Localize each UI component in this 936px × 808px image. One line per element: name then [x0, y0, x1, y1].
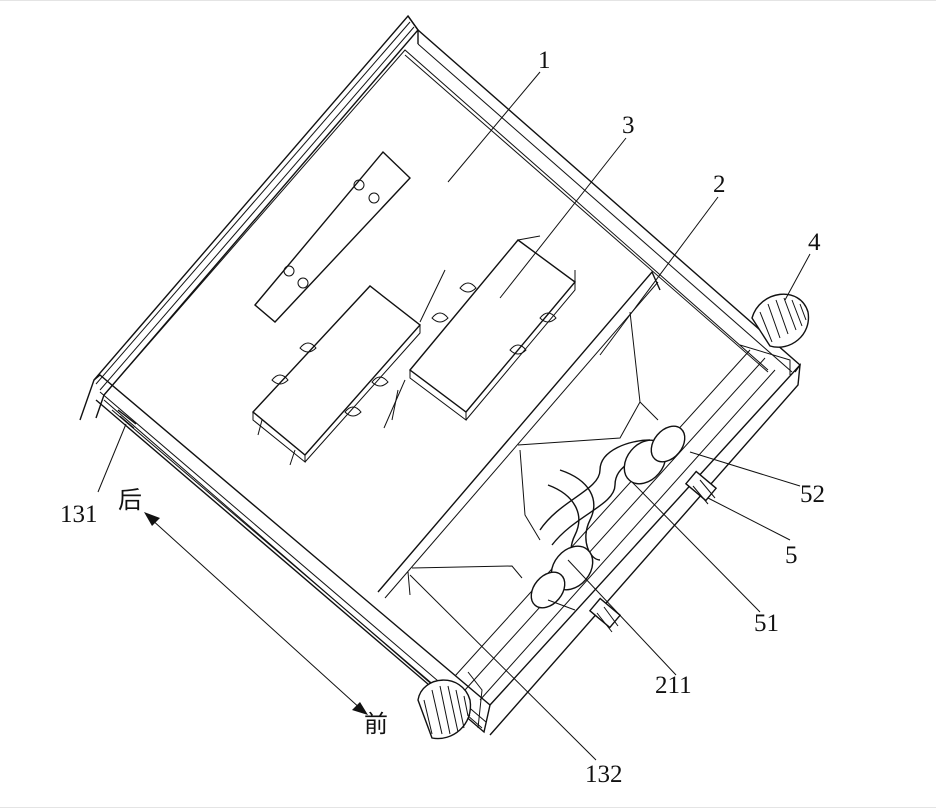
label-51: 51 [754, 610, 779, 637]
bolt-upper [684, 470, 718, 505]
mounting-strip [254, 150, 411, 323]
foot-upper [751, 293, 810, 348]
leader-lines [97, 71, 811, 761]
label-211: 211 [655, 672, 692, 699]
label-3: 3 [622, 112, 635, 139]
connection-pipe [530, 425, 686, 611]
label-5: 5 [785, 542, 798, 569]
air-duct [377, 270, 661, 599]
tray-housing [79, 14, 801, 736]
label-131: 131 [60, 501, 98, 528]
label-1: 1 [538, 47, 551, 74]
label-back: 后 [118, 486, 142, 514]
label-4: 4 [808, 229, 821, 256]
label-52: 52 [800, 481, 825, 508]
label-front: 前 [364, 710, 388, 738]
direction-arrow [144, 512, 368, 715]
module-left [251, 269, 446, 466]
foot-lower [417, 679, 472, 740]
bolt-lower [588, 597, 622, 633]
module-right [383, 235, 577, 429]
label-2: 2 [713, 171, 726, 198]
label-132: 132 [585, 761, 623, 788]
